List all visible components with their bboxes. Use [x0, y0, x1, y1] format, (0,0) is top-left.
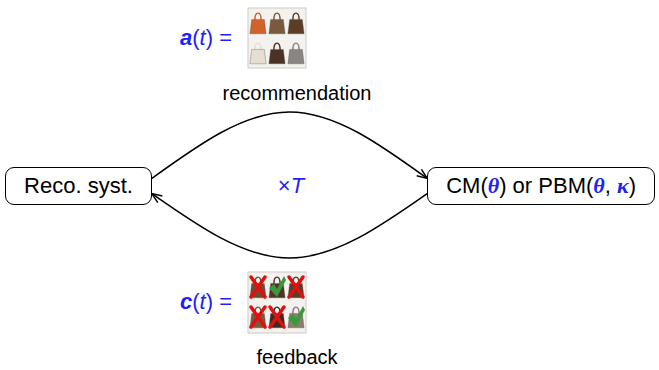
bag-icon [250, 13, 266, 34]
edge-label: feedback [254, 345, 339, 369]
process-box: Reco. syst. [5, 167, 152, 205]
math-label-holder: c(t) = [180, 289, 232, 315]
bag-icon [269, 307, 285, 328]
bag-icon [269, 13, 285, 34]
bag-icon [288, 277, 304, 298]
bag-icon [288, 43, 304, 64]
bag-icon [250, 307, 266, 328]
bag-icon [250, 43, 266, 64]
picture-ground [248, 8, 306, 68]
math-label: a(t) = [180, 25, 232, 51]
click-check [269, 276, 305, 327]
box-label: Reco. syst. [24, 173, 133, 199]
bag-icon [288, 13, 304, 34]
edge-label-holder: feedback [254, 345, 339, 369]
picture-ground [248, 272, 306, 333]
bag-icon [250, 277, 266, 298]
math-label: c(t) = [180, 289, 232, 315]
edge-label-holder: recommendation [221, 81, 374, 105]
connector-layer [152, 112, 427, 258]
recommended-items-picture [248, 8, 306, 68]
edge-label: recommendation [221, 81, 374, 105]
flow-arrow [152, 112, 427, 178]
bag-icon [269, 43, 285, 64]
math-label-holder: a(t) = [180, 25, 232, 51]
math-label: ×T [278, 173, 304, 199]
feedback-picture [248, 272, 306, 333]
flow-arrow [152, 194, 427, 258]
box-label: CM(θ) or PBM(θ, κ) [446, 173, 636, 199]
math-label-holder: ×T [278, 173, 304, 199]
process-box: CM(θ) or PBM(θ, κ) [427, 167, 655, 205]
